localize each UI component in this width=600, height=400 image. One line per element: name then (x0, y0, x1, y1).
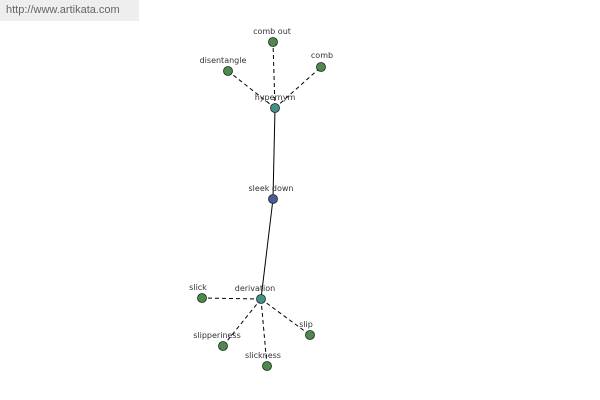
label-slickness: slickness (245, 351, 281, 360)
graph-nodes (197, 37, 326, 371)
node-comb[interactable] (316, 62, 326, 72)
label-slip: slip (299, 320, 313, 329)
label-slick: slick (189, 283, 207, 292)
label-comb: comb (311, 51, 333, 60)
edge-center-to-hypernym (272, 107, 276, 200)
graph-edges (201, 41, 322, 367)
label-hypernym: hypernym (255, 93, 296, 102)
node-derivation[interactable] (256, 294, 266, 304)
graph-labels: sleek down hypernym derivation comb out … (189, 27, 333, 360)
node-slick[interactable] (197, 293, 207, 303)
edge-derivation-to-slickness (260, 298, 268, 367)
edge-hypernym-to-disentangle (227, 70, 276, 109)
edge-derivation-to-slick (201, 297, 262, 300)
source-url-text: http://www.artikata.com (6, 4, 120, 16)
node-comb-out[interactable] (268, 37, 278, 47)
edge-hypernym-to-comb (274, 66, 322, 109)
node-slickness[interactable] (262, 361, 272, 371)
node-slipperiness[interactable] (218, 341, 228, 351)
source-url-banner: http://www.artikata.com (0, 0, 139, 21)
edge-derivation-to-slipperiness (222, 298, 262, 347)
label-center: sleek down (249, 184, 294, 193)
label-derivation: derivation (235, 284, 275, 293)
label-slipperiness: slipperiness (193, 331, 241, 340)
edge-center-to-derivation (260, 198, 274, 300)
node-center[interactable] (268, 194, 278, 204)
node-disentangle[interactable] (223, 66, 233, 76)
node-slip[interactable] (305, 330, 315, 340)
node-hypernym[interactable] (270, 103, 280, 113)
label-comb-out: comb out (253, 27, 291, 36)
edge-derivation-to-slip (260, 298, 311, 336)
label-disentangle: disentangle (200, 56, 247, 65)
